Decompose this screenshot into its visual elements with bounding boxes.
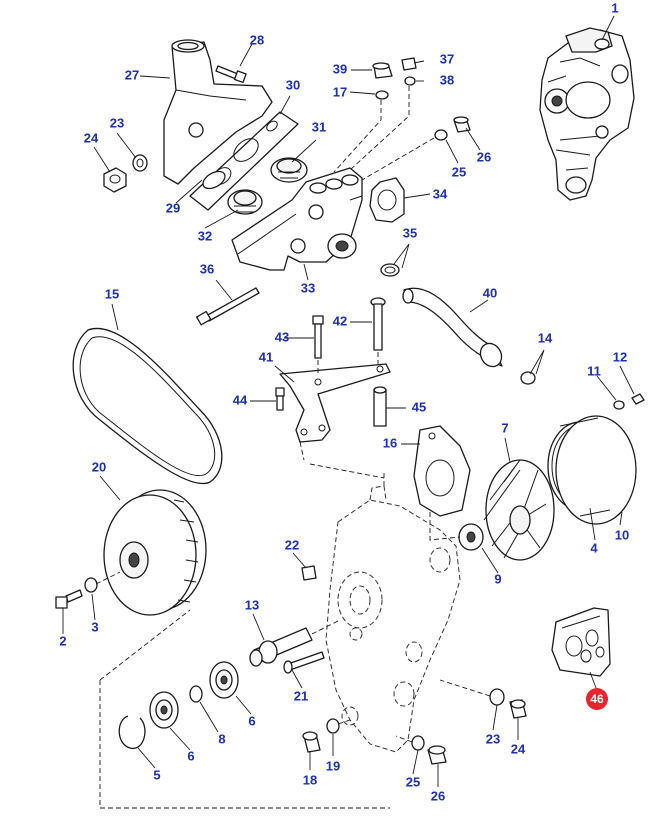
callout-38: 38 bbox=[440, 72, 454, 87]
callout-46: 46 bbox=[590, 692, 604, 706]
callout-7: 7 bbox=[501, 420, 508, 435]
highlight-badge-circle bbox=[586, 688, 608, 710]
callout-28: 28 bbox=[250, 32, 264, 47]
pump-housing-outline bbox=[299, 441, 461, 753]
callout-42: 42 bbox=[333, 313, 347, 328]
callout-22: 22 bbox=[285, 537, 299, 552]
callout-26-upper: 26 bbox=[477, 149, 491, 164]
callout-35: 35 bbox=[403, 225, 417, 240]
callout-40: 40 bbox=[483, 285, 497, 300]
callout-45: 45 bbox=[412, 399, 426, 414]
callout-31: 31 bbox=[312, 119, 326, 134]
callout-43: 43 bbox=[275, 329, 289, 344]
callout-8: 8 bbox=[218, 731, 225, 746]
callout-46-badge[interactable]: 46 bbox=[586, 688, 608, 710]
pulley-illustration bbox=[55, 489, 207, 616]
callout-15: 15 bbox=[105, 286, 119, 301]
callout-24-upper: 24 bbox=[84, 130, 99, 145]
callout-10: 10 bbox=[615, 527, 629, 542]
callout-3: 3 bbox=[91, 619, 98, 634]
callout-13: 13 bbox=[245, 597, 259, 612]
callout-44: 44 bbox=[233, 392, 248, 407]
callout-5: 5 bbox=[153, 767, 160, 782]
callout-27: 27 bbox=[125, 67, 139, 82]
callout-30: 30 bbox=[286, 77, 300, 92]
gasket-kit-illustration bbox=[551, 607, 611, 677]
callout-34: 34 bbox=[433, 186, 448, 201]
callout-17: 17 bbox=[333, 84, 347, 99]
callout-23-lower: 23 bbox=[486, 731, 500, 746]
water-pump-assembly-illustration bbox=[539, 27, 635, 201]
shaft-bearing-group bbox=[99, 565, 390, 809]
callout-leaders bbox=[62, 15, 635, 787]
callout-9: 9 bbox=[494, 571, 501, 586]
callout-33: 33 bbox=[301, 280, 315, 295]
callout-26-lower: 26 bbox=[431, 788, 445, 803]
impeller-group bbox=[413, 393, 645, 561]
callout-32: 32 bbox=[198, 228, 212, 243]
callout-19: 19 bbox=[326, 758, 340, 773]
callout-1: 1 bbox=[611, 0, 618, 15]
drive-belt-illustration bbox=[72, 327, 223, 485]
drain-plug-group bbox=[302, 679, 527, 765]
callout-2: 2 bbox=[59, 633, 66, 648]
callout-12: 12 bbox=[613, 349, 627, 364]
callout-16: 16 bbox=[383, 435, 397, 450]
callout-25-lower: 25 bbox=[406, 774, 420, 789]
callout-37: 37 bbox=[440, 51, 454, 66]
callout-24-lower: 24 bbox=[511, 741, 526, 756]
callout-39: 39 bbox=[333, 61, 347, 76]
callout-29: 29 bbox=[166, 200, 180, 215]
callout-25-upper: 25 bbox=[452, 164, 466, 179]
callout-11: 11 bbox=[587, 363, 601, 378]
callout-4: 4 bbox=[590, 540, 598, 555]
callout-labels: 1 2 3 4 5 6 6 7 8 9 10 11 12 13 14 15 16… bbox=[59, 0, 629, 803]
callout-21: 21 bbox=[294, 688, 308, 703]
callout-23-upper: 23 bbox=[110, 115, 124, 130]
callout-14: 14 bbox=[538, 330, 553, 345]
coolant-hose-illustration bbox=[402, 287, 536, 385]
thermostat-housing-group bbox=[103, 39, 471, 326]
callout-18: 18 bbox=[303, 772, 317, 787]
callout-36: 36 bbox=[200, 261, 214, 276]
callout-20: 20 bbox=[92, 459, 106, 474]
callout-6-upper: 6 bbox=[248, 713, 255, 728]
callout-41: 41 bbox=[259, 349, 273, 364]
callout-6-lower: 6 bbox=[187, 748, 194, 763]
